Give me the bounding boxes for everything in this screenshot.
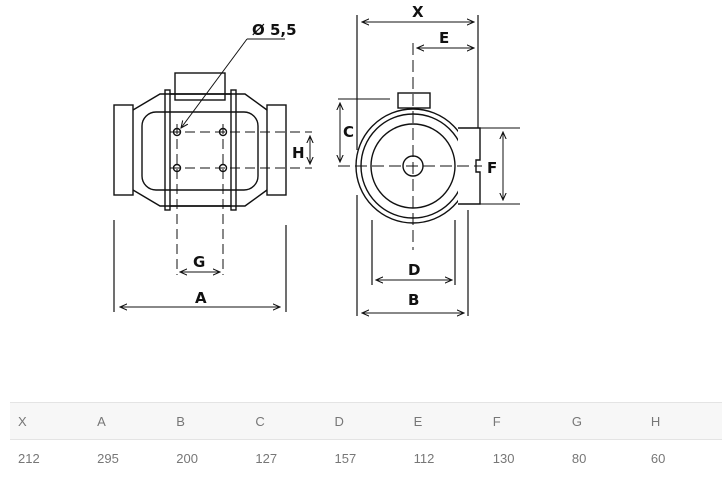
terminal-box xyxy=(174,72,226,101)
dim-label-a: A xyxy=(195,289,207,307)
dim-label-x: X xyxy=(412,3,424,21)
dim-label-f: F xyxy=(487,159,497,177)
header-cell: X xyxy=(10,402,90,440)
header-cell: C xyxy=(247,402,327,440)
header-cell: F xyxy=(484,402,564,440)
value-cell: 295 xyxy=(97,450,119,466)
dim-label-h: H xyxy=(292,144,305,162)
value-cell: 112 xyxy=(413,450,435,466)
dim-label-b: B xyxy=(408,291,419,309)
table-header-row: X A B C D E F G H xyxy=(10,402,722,440)
hole-diameter-label: Ø 5,5 xyxy=(252,21,297,39)
dim-label-c: C xyxy=(343,123,354,141)
fan-dimension-drawing: Ø 5,5 H A G X E C F D B xyxy=(113,3,520,400)
side-view xyxy=(113,38,312,312)
dim-label-e: E xyxy=(439,29,449,47)
value-cell: 212 xyxy=(18,450,40,466)
table-row: 212 295 200 127 157 112 130 80 60 xyxy=(10,440,722,477)
header-cell: H xyxy=(642,402,722,440)
value-cell: 60 xyxy=(650,450,666,466)
header-cell: G xyxy=(563,402,643,440)
value-cell: 80 xyxy=(571,450,587,466)
value-cell: 130 xyxy=(492,450,515,466)
header-cell: D xyxy=(326,402,406,440)
value-cell: 127 xyxy=(255,450,278,466)
dim-label-g: G xyxy=(193,253,205,271)
header-cell: E xyxy=(405,402,485,440)
front-view xyxy=(338,15,520,316)
header-cell: A xyxy=(89,402,169,440)
value-cell: 200 xyxy=(176,450,198,466)
dimensions-table: X A B C D E F G H 212 295 200 127 157 11… xyxy=(10,402,722,476)
value-cell: 157 xyxy=(334,450,357,466)
dim-label-d: D xyxy=(408,261,420,279)
header-cell: B xyxy=(168,402,248,440)
